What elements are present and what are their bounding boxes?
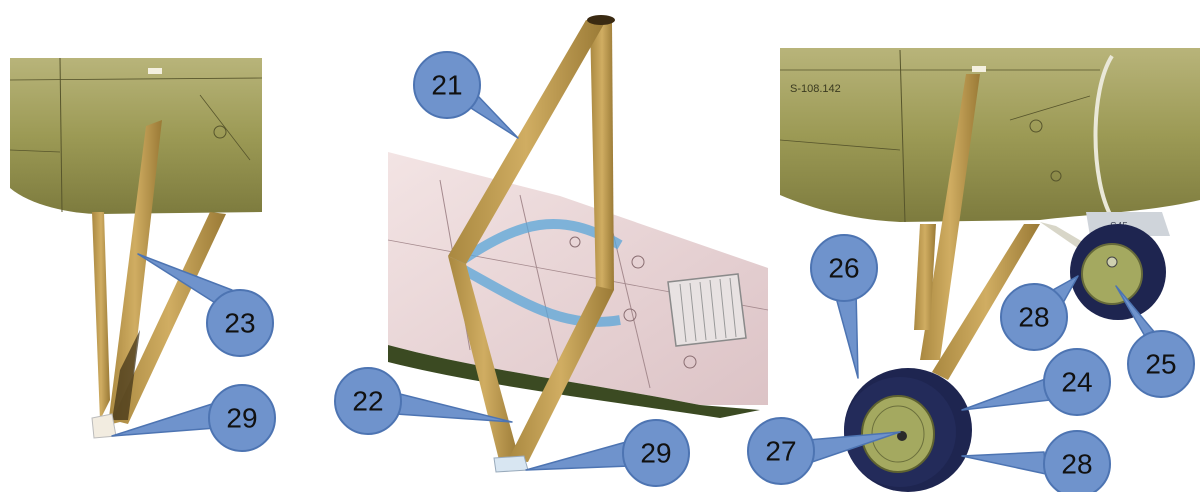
fuselage-section-right (780, 48, 1200, 222)
callout-label: 21 (431, 70, 462, 101)
callout-label: 25 (1145, 349, 1176, 380)
callout-label: 27 (765, 436, 796, 467)
frame-strut-cap (587, 15, 615, 25)
callout-26: 26 (811, 235, 877, 378)
rear-hub (1082, 244, 1142, 304)
slot-mark (148, 68, 162, 74)
callout-label: 29 (640, 438, 671, 469)
callout-label: 22 (352, 386, 383, 417)
callout-label: 28 (1061, 449, 1092, 480)
strut-foot (494, 456, 528, 472)
rear-axle (1107, 257, 1117, 267)
callout-label: 29 (226, 403, 257, 434)
callout-label: 24 (1061, 367, 1092, 398)
callout-25: 25 (1116, 286, 1194, 397)
fuselage-serial: S-108.142 (790, 83, 841, 95)
callout-label: 23 (224, 308, 255, 339)
slot-mark (972, 66, 986, 72)
callout-21: 21 (414, 52, 518, 138)
callout-29-middle: 29 (526, 420, 689, 486)
callout-24: 24 (962, 349, 1110, 415)
callout-28-upper: 28 (1001, 276, 1078, 350)
strut-front (92, 212, 110, 420)
strut-assembly-left (10, 58, 262, 438)
callout-label: 28 (1018, 302, 1049, 333)
radiator-grille (668, 274, 746, 346)
strut-foot (92, 414, 116, 438)
callout-label: 26 (828, 253, 859, 284)
callout-28-lower: 28 (962, 431, 1110, 492)
